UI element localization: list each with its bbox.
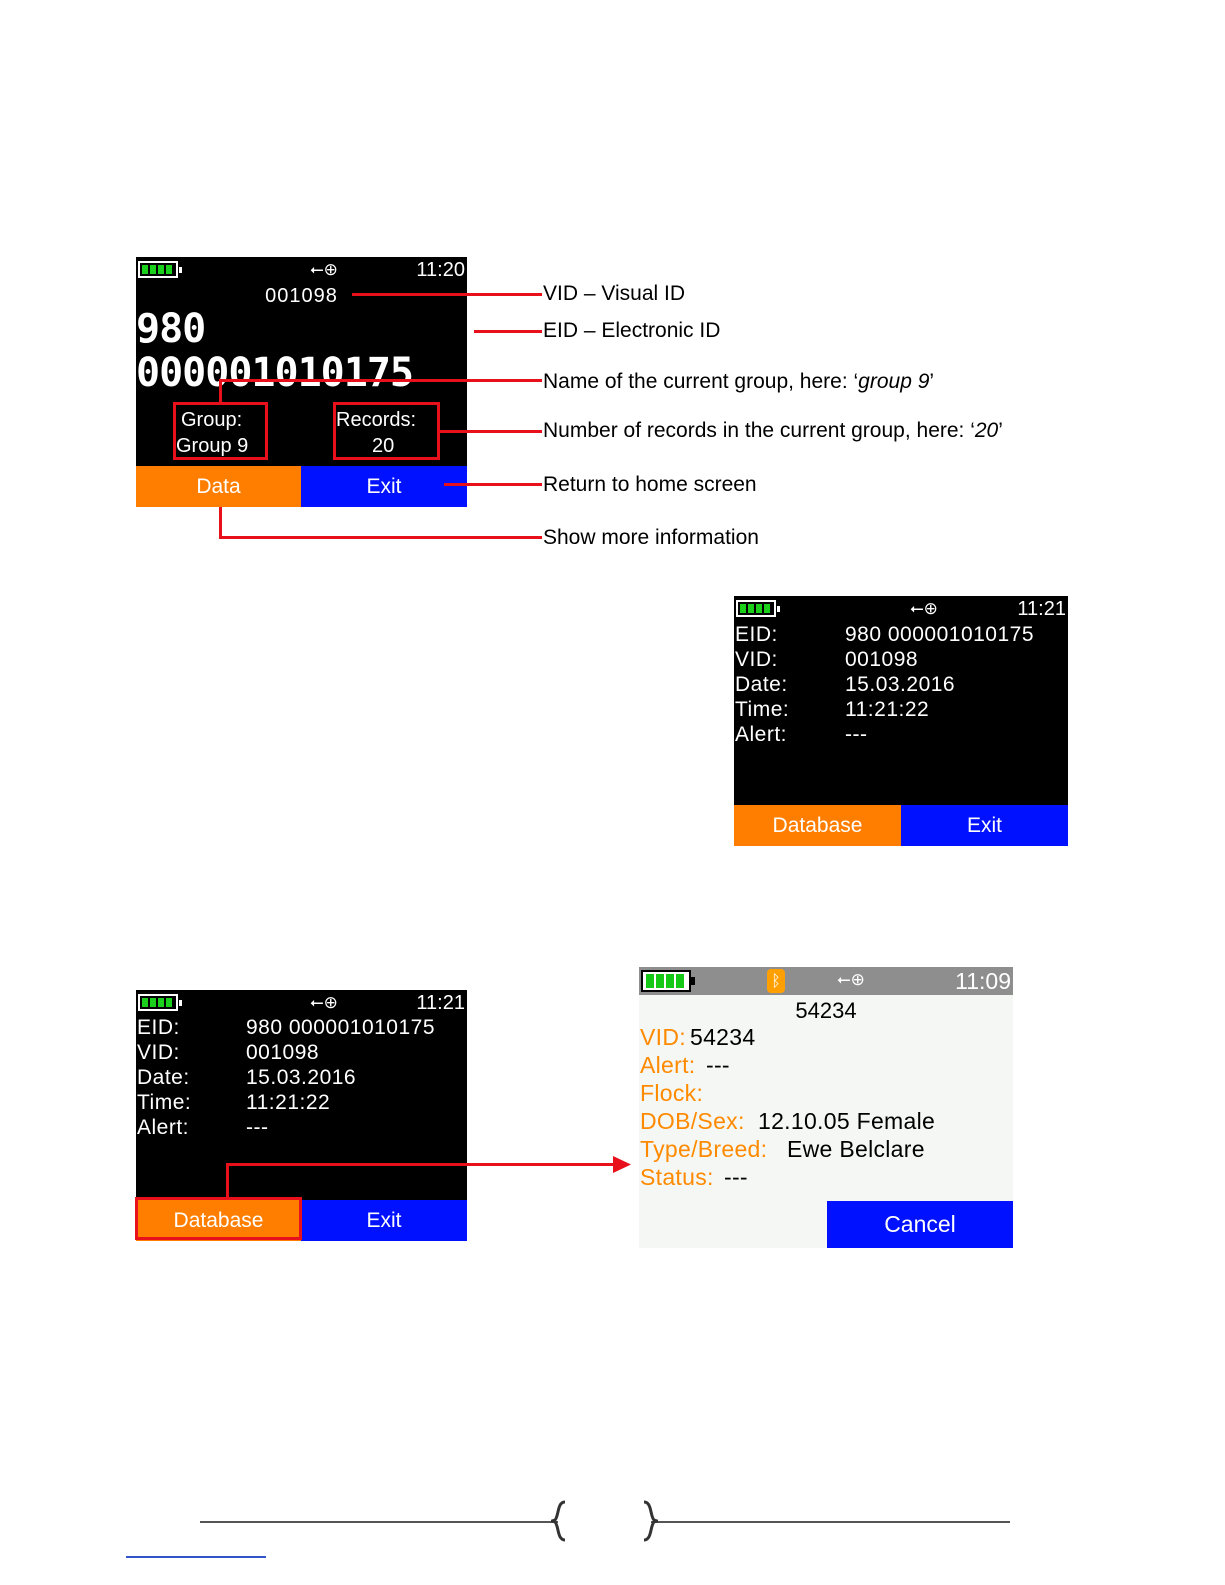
alert-label: Alert: — [640, 1052, 696, 1078]
battery-icon — [138, 261, 182, 278]
exit-button[interactable]: Exit — [301, 1200, 467, 1241]
group-value: Group 9 — [176, 435, 249, 457]
footer-rule-right — [651, 1521, 1010, 1523]
cancel-button[interactable]: Cancel — [827, 1201, 1013, 1248]
alert-label: Alert: — [137, 1116, 190, 1139]
arrow-horizontal — [226, 1163, 616, 1166]
data-leader-line — [219, 536, 542, 539]
time-label: Time: — [137, 1091, 192, 1114]
arrow-vertical — [226, 1163, 229, 1198]
vid-label: VID: — [735, 648, 778, 671]
alert-value: --- — [845, 723, 868, 746]
vid-label: VID: — [640, 1024, 686, 1050]
records-value: 20 — [372, 435, 395, 457]
vid-value: 54234 — [690, 1024, 756, 1050]
database-button[interactable]: Database — [136, 1200, 301, 1241]
battery-icon — [736, 600, 780, 617]
footer-rule-left — [200, 1521, 558, 1523]
header-id: 54234 — [795, 998, 857, 1023]
vid-callout: VID – Visual ID — [543, 282, 686, 305]
bluetooth-icon: ᛒ — [767, 969, 785, 993]
date-label: Date: — [137, 1066, 190, 1089]
exit-leader-line — [444, 483, 542, 486]
date-value: 15.03.2016 — [246, 1066, 357, 1089]
device-screen-details: ⭠⊕ 11:21 EID: 980 000001010175 VID: 0010… — [734, 596, 1068, 846]
device-screen-database: ᛒ ⭠⊕ 11:09 54234 VID: 54234 Alert: --- F… — [639, 967, 1013, 1248]
group-leader-vertical — [219, 379, 222, 403]
data-button[interactable]: Data — [136, 466, 301, 507]
exit-callout: Return to home screen — [543, 473, 757, 496]
footer-bracket-right — [643, 1500, 658, 1542]
status-time: 11:21 — [1017, 598, 1066, 620]
alert-value: --- — [706, 1052, 730, 1078]
status-value: --- — [724, 1164, 748, 1190]
arrow-head-icon — [613, 1156, 631, 1173]
alert-value: --- — [246, 1116, 269, 1139]
usb-icon: ⭠⊕ — [910, 599, 938, 619]
eid-callout: EID – Electronic ID — [543, 319, 721, 342]
footer-link-underline — [126, 1556, 266, 1558]
status-bar: ⭠⊕ 11:20 — [136, 257, 467, 283]
eid-value: 980 000001010175 — [845, 623, 1035, 646]
usb-icon: ⭠⊕ — [310, 993, 338, 1013]
group-leader-line — [219, 379, 542, 382]
device-screen-main: ⭠⊕ 11:20 001098 980 000001010175 Group: … — [136, 257, 467, 507]
eid-label: EID: — [735, 623, 778, 646]
time-label: Time: — [735, 698, 790, 721]
dob-sex-label: DOB/Sex: — [640, 1108, 745, 1134]
records-callout: Number of records in the current group, … — [543, 419, 1003, 442]
footer-bracket-left — [551, 1500, 566, 1542]
records-leader-line — [440, 430, 542, 433]
status-time: 11:20 — [416, 259, 465, 281]
eid-leader-line — [474, 330, 542, 333]
status-label: Status: — [640, 1164, 714, 1190]
battery-icon — [138, 994, 182, 1011]
vid-value: 001098 — [845, 648, 919, 671]
usb-icon: ⭠⊕ — [837, 970, 865, 990]
status-bar: ⭠⊕ 11:21 — [734, 596, 1068, 622]
records-highlight-box — [333, 402, 440, 460]
alert-label: Alert: — [735, 723, 788, 746]
eid-value: 980 000001010175 — [246, 1016, 436, 1039]
date-label: Date: — [735, 673, 788, 696]
database-button[interactable]: Database — [734, 805, 901, 846]
time-value: 11:21:22 — [246, 1091, 331, 1114]
data-callout: Show more information — [543, 526, 759, 549]
dob-sex-value: 12.10.05 Female — [758, 1108, 936, 1134]
usb-icon: ⭠⊕ — [310, 260, 338, 280]
eid-label: EID: — [137, 1016, 180, 1039]
status-bar: ⭠⊕ 11:21 — [136, 990, 467, 1016]
flock-label: Flock: — [640, 1080, 704, 1106]
type-breed-label: Type/Breed: — [640, 1136, 768, 1162]
data-leader-vertical — [219, 507, 222, 539]
vid-label: VID: — [137, 1041, 180, 1064]
exit-button[interactable]: Exit — [301, 466, 467, 507]
battery-icon — [641, 970, 695, 992]
status-bar: ᛒ ⭠⊕ 11:09 — [639, 967, 1013, 995]
records-label: Records: — [336, 409, 417, 431]
group-label: Group: — [181, 409, 243, 431]
vid-leader-line — [352, 293, 542, 296]
status-time: 11:09 — [955, 968, 1011, 994]
status-time: 11:21 — [416, 992, 465, 1014]
type-breed-value: Ewe Belclare — [787, 1136, 925, 1162]
eid-value: 980 000001010175 — [136, 306, 414, 396]
exit-button[interactable]: Exit — [901, 805, 1068, 846]
database-highlight-box — [135, 1197, 302, 1240]
vid-value: 001098 — [265, 285, 338, 307]
group-callout: Name of the current group, here: ‘group … — [543, 370, 935, 393]
vid-value: 001098 — [246, 1041, 320, 1064]
time-value: 11:21:22 — [845, 698, 930, 721]
group-highlight-box — [173, 402, 268, 460]
date-value: 15.03.2016 — [845, 673, 956, 696]
